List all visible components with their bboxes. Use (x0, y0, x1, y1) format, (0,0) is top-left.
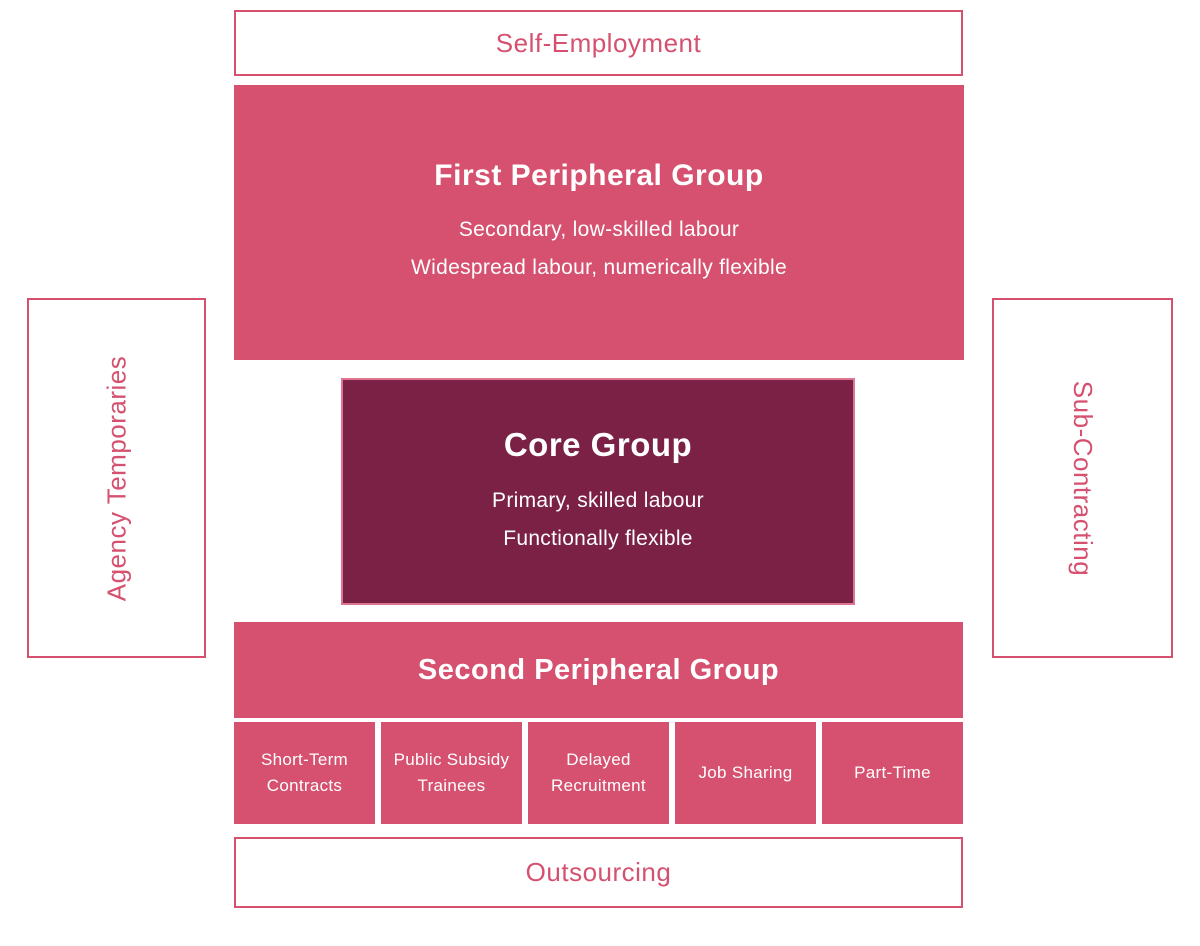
outsourcing-label: Outsourcing (525, 857, 672, 887)
second-peripheral-item-delayed-recruitment: Delayed Recruitment (528, 722, 669, 824)
outsourcing-box: Outsourcing (234, 837, 963, 908)
second-peripheral-group-title: Second Peripheral Group (417, 653, 780, 686)
sub-contracting-box: Sub-Contracting (992, 298, 1173, 658)
core-group-box: Core Group Primary, skilled labour Funct… (341, 378, 855, 605)
item-label: Part-Time (854, 762, 931, 782)
item-label: Short-Term Contracts (260, 749, 349, 795)
self-employment-box: Self-Employment (234, 10, 963, 76)
second-peripheral-item-public-subsidy-trainees: Public Subsidy Trainees (381, 722, 522, 824)
self-employment-label: Self-Employment (495, 27, 702, 58)
sub-contracting-label: Sub-Contracting (1068, 380, 1099, 576)
second-peripheral-item-part-time: Part-Time (822, 722, 963, 824)
second-peripheral-group-box: Second Peripheral Group (234, 622, 963, 718)
core-group-line-2: Functionally flexible (503, 526, 693, 550)
second-peripheral-item-job-sharing: Job Sharing (675, 722, 816, 824)
item-label: Delayed Recruitment (551, 749, 646, 795)
core-group-line-1: Primary, skilled labour (492, 488, 704, 512)
first-peripheral-group-title: First Peripheral Group (434, 158, 764, 192)
item-label: Job Sharing (698, 762, 793, 782)
agency-temporaries-box: Agency Temporaries (27, 298, 206, 658)
agency-temporaries-label: Agency Temporaries (101, 355, 131, 601)
core-group-title: Core Group (503, 425, 693, 463)
first-peripheral-group-box: First Peripheral Group Secondary, low-sk… (234, 85, 964, 360)
first-peripheral-line-1: Secondary, low-skilled labour (458, 217, 740, 241)
second-peripheral-item-short-term-contracts: Short-Term Contracts (234, 722, 375, 824)
first-peripheral-line-2: Widespread labour, numerically flexible (411, 255, 787, 279)
item-label: Public Subsidy Trainees (393, 749, 510, 795)
